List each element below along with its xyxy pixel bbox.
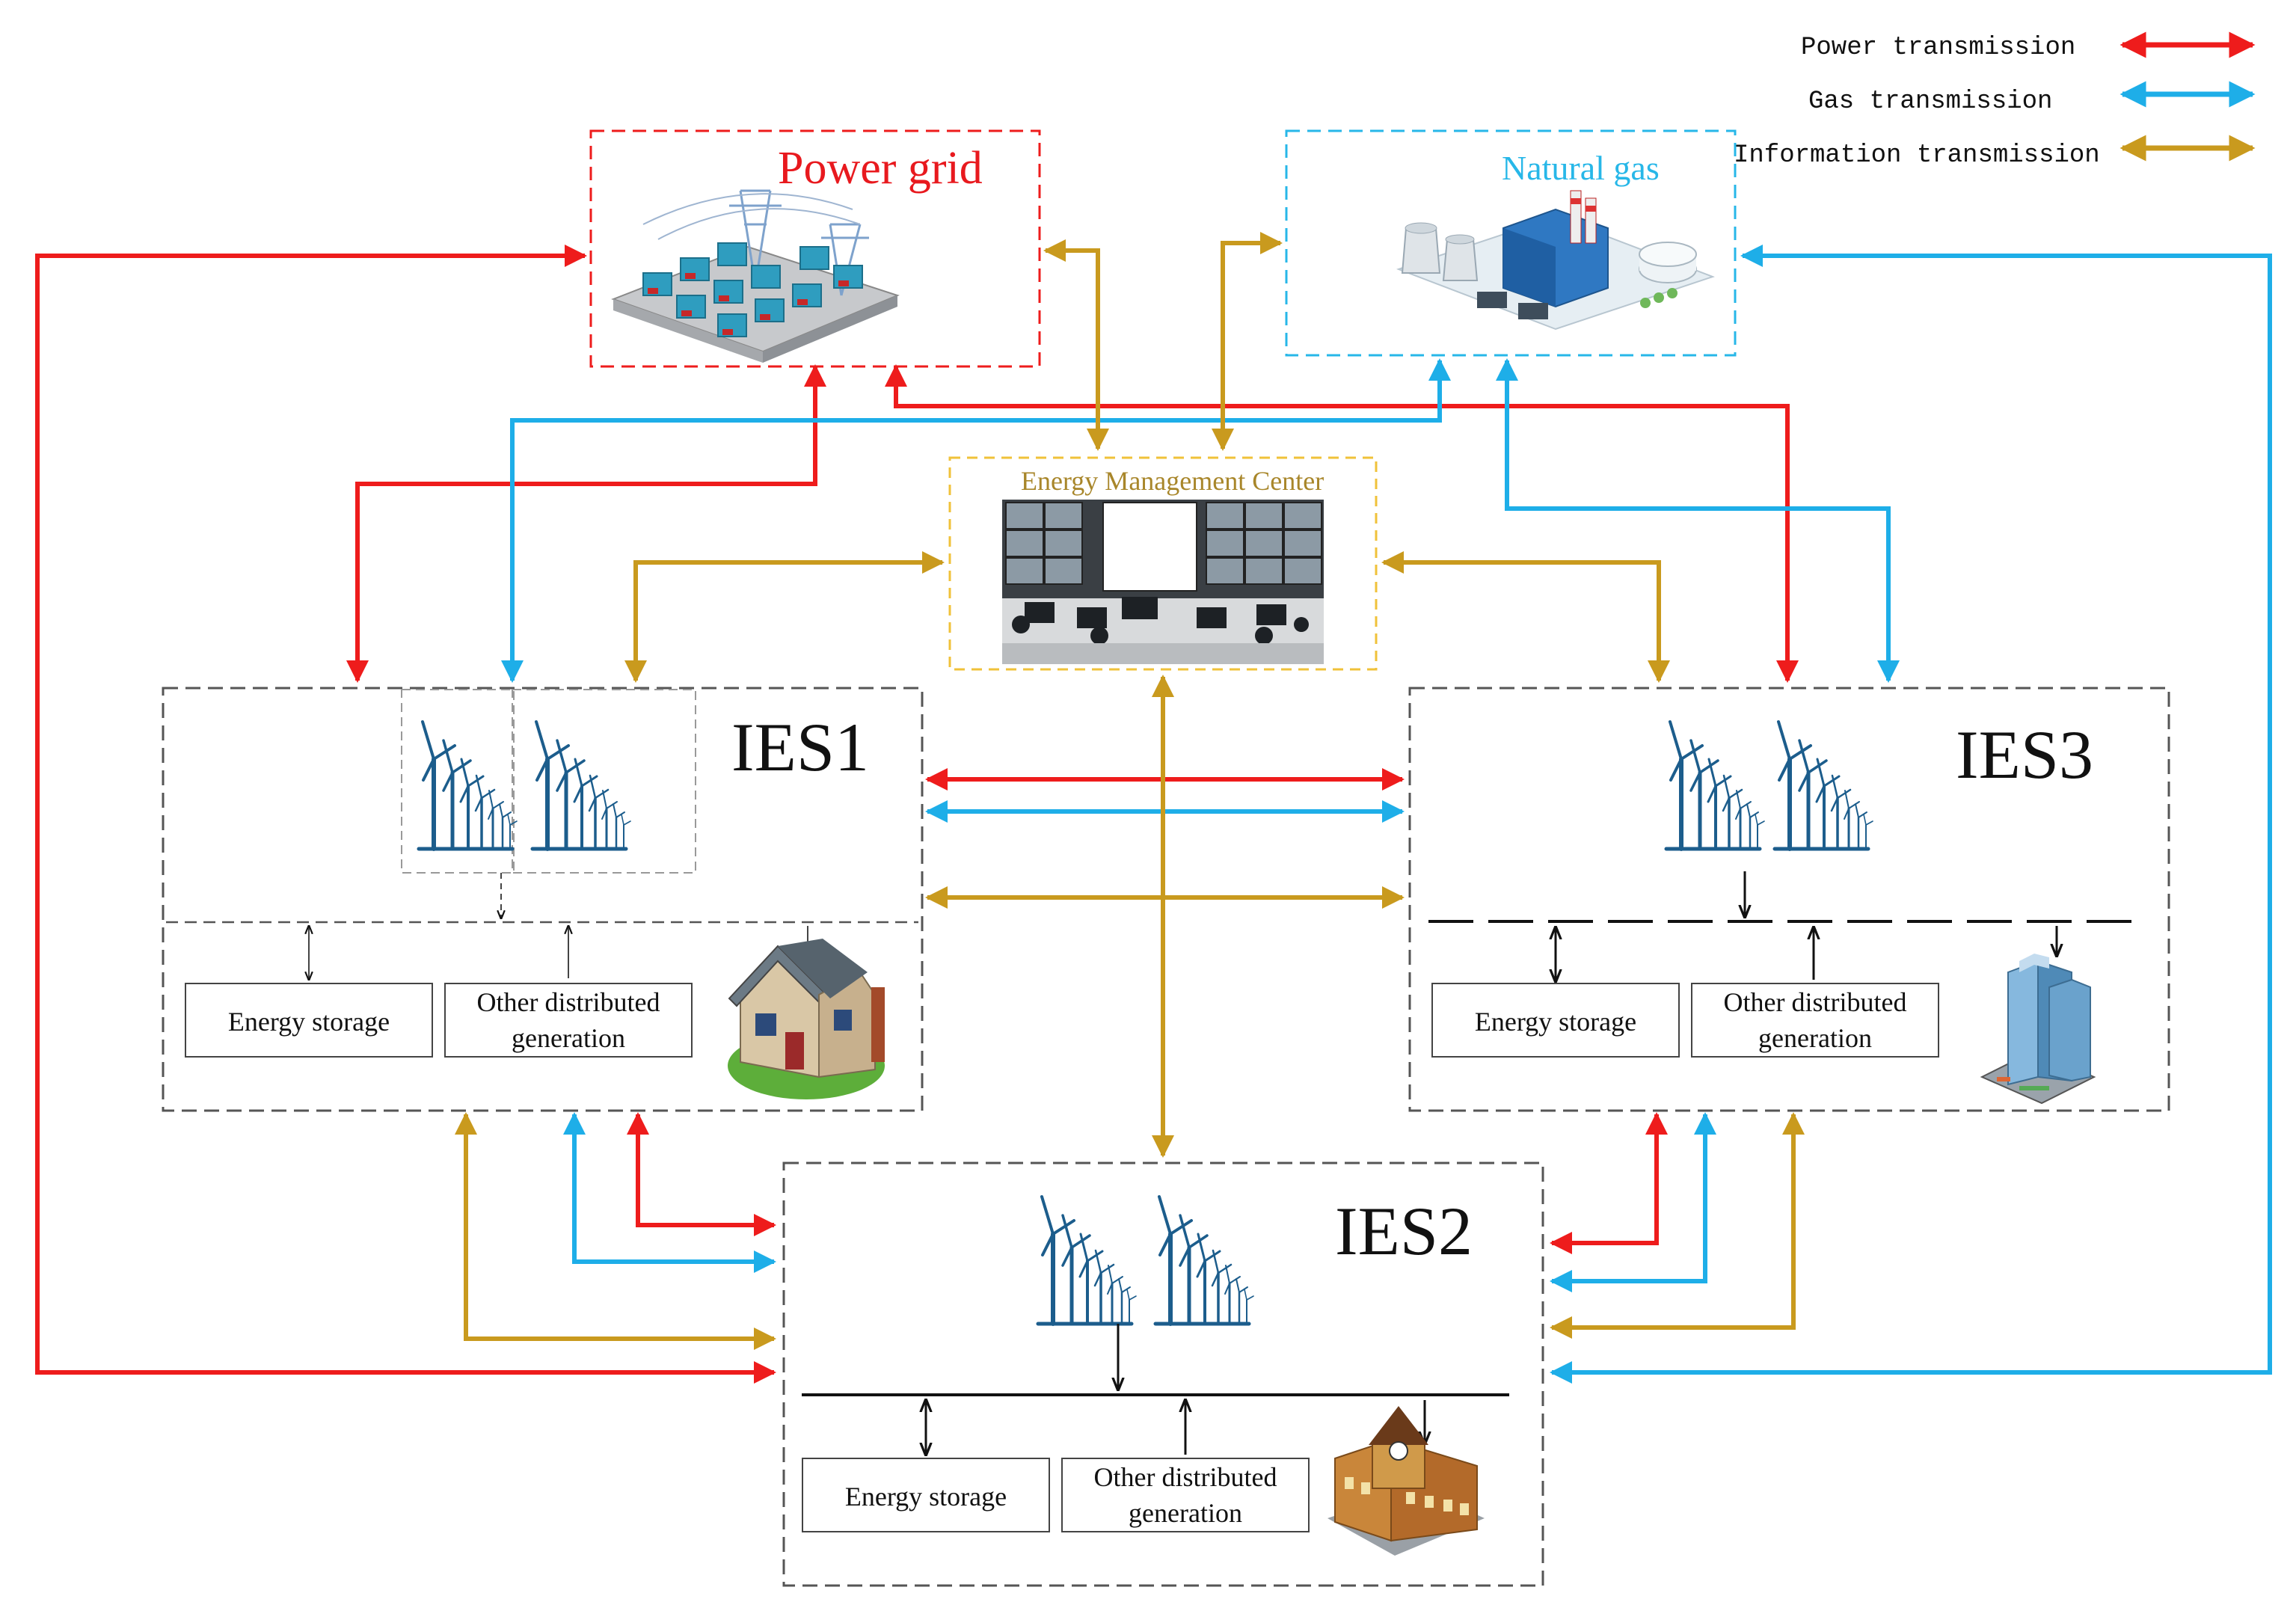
ies1-storage-label: Energy storage	[228, 1007, 390, 1037]
info-link-ies1-ies2	[455, 1112, 776, 1350]
power-grid-title: Power grid	[778, 143, 983, 194]
info-link-ies3-ies2	[1550, 1112, 1805, 1339]
info-link-emc-ies1	[624, 551, 945, 683]
ies3-dg-label-1: Other distributed	[1724, 987, 1907, 1017]
wind-turbine-icon	[419, 722, 517, 849]
legend-power-label: Power transmission	[1801, 34, 2075, 62]
power-grid-node: Power grid	[589, 129, 1041, 368]
ies2-dg-box	[1061, 1458, 1310, 1532]
gas-link-ngas-ies3	[1496, 358, 1900, 683]
legend-info-label: Information transmission	[1734, 141, 2100, 170]
ies2-storage-box	[802, 1458, 1050, 1532]
ies2-node: IES2 Energy storage Other distributed ge…	[782, 1161, 1544, 1587]
gas-link-ngas-ies1	[501, 358, 1451, 683]
ies3-box	[1408, 687, 2170, 1112]
ies3-dg-label-2: generation	[1758, 1023, 1872, 1053]
wind-turbine-icon	[1775, 722, 1873, 849]
info-link-emc-ies3	[1381, 551, 1670, 683]
gas-link-ngas-ies2-loop	[1550, 245, 2272, 1384]
info-link-grid-emc	[1043, 239, 1109, 451]
emc-node: Energy Management Center	[948, 456, 1378, 671]
control-room-icon	[1002, 500, 1324, 664]
legend: Power transmission Gas transmission Info…	[1734, 31, 2256, 170]
office-tower-icon	[1980, 954, 2096, 1105]
wind-turbine-icon	[1038, 1197, 1136, 1324]
emc-title: Energy Management Center	[1021, 466, 1324, 496]
power-link-grid-ies2-loop	[35, 245, 776, 1384]
gas-plant-icon	[1396, 190, 1715, 331]
natural-gas-title: Natural gas	[1502, 149, 1660, 187]
ies1-box	[162, 687, 924, 1112]
ies1-dg-label-2: generation	[512, 1023, 625, 1053]
ies2-title: IES2	[1335, 1193, 1473, 1269]
ies2-box	[782, 1161, 1544, 1587]
ies2-dg-label-2: generation	[1129, 1498, 1242, 1528]
wind-turbine-icon	[532, 722, 630, 849]
ies3-node: IES3 Energy storage Other distributed ge…	[1408, 687, 2170, 1112]
info-link-ngas-emc	[1212, 232, 1283, 451]
legend-gas-label: Gas transmission	[1808, 88, 2052, 116]
ies1-title: IES1	[731, 709, 869, 785]
ies1-dg-label-1: Other distributed	[477, 987, 660, 1017]
ies2-dg-label-1: Other distributed	[1094, 1462, 1277, 1492]
ies1-storage-box	[185, 983, 433, 1058]
ies3-storage-label: Energy storage	[1475, 1007, 1636, 1037]
ies1-turbine-frame-a	[401, 689, 515, 874]
gas-link-ies1-ies2	[563, 1112, 776, 1273]
natural-gas-node: Natural gas	[1285, 129, 1737, 357]
ies1-node: IES1 Energy storage Other distributed ge…	[162, 687, 924, 1112]
ies2-storage-label: Energy storage	[845, 1482, 1007, 1512]
info-links	[455, 232, 1805, 1350]
wind-turbine-icon	[1666, 722, 1764, 849]
substation-icon	[611, 189, 900, 363]
ies3-title: IES3	[1956, 716, 2093, 793]
power-link-ies3-ies2	[1550, 1112, 1668, 1254]
house-icon	[728, 939, 885, 1099]
power-links	[35, 245, 1799, 1384]
power-link-grid-ies1	[346, 364, 826, 683]
wind-turbine-icon	[1155, 1197, 1253, 1324]
school-building-icon	[1327, 1406, 1485, 1556]
ies1-turbine-frame-b	[512, 689, 696, 874]
power-link-ies1-ies2	[627, 1112, 776, 1236]
gas-link-ies3-ies2	[1550, 1112, 1716, 1292]
